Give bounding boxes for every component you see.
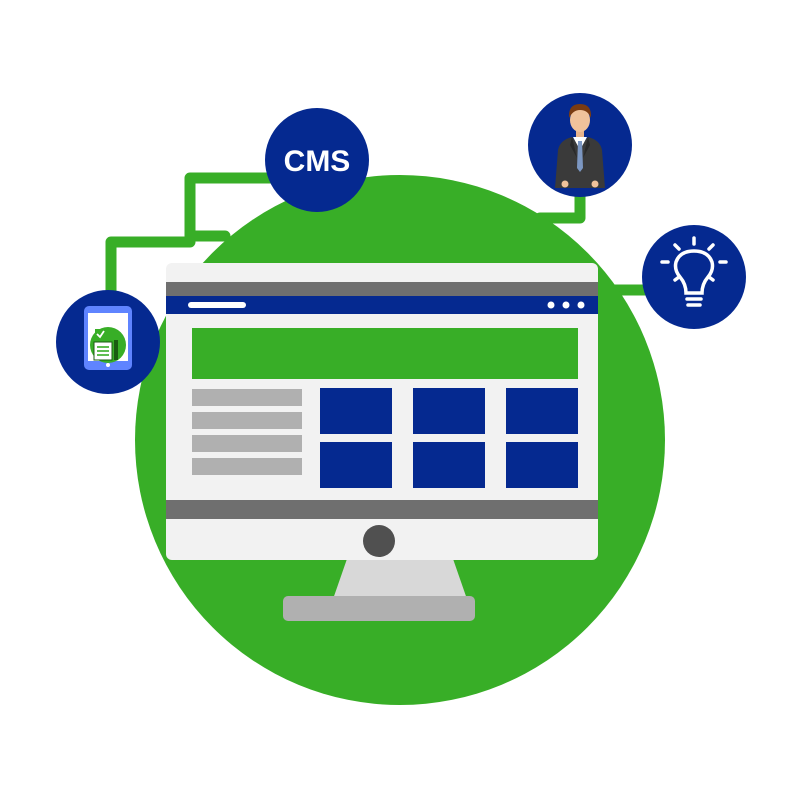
monitor	[166, 263, 598, 621]
idea-badge	[642, 225, 746, 329]
window-dot-3	[577, 301, 585, 309]
sidebar-line-3	[192, 435, 302, 452]
sidebar-line-1	[192, 389, 302, 406]
lightbulb-icon	[660, 236, 728, 307]
content-tile	[320, 442, 392, 488]
monitor-bottom-bar	[166, 500, 598, 519]
monitor-top-bar	[166, 282, 598, 296]
person-badge	[528, 93, 632, 197]
businessman-icon	[555, 104, 605, 188]
window-dot-2	[562, 301, 570, 309]
content-tile	[413, 442, 485, 488]
tablet-badge	[56, 290, 160, 394]
connector-cms	[184, 172, 281, 242]
monitor-power-button	[363, 525, 395, 557]
cms-badge: CMS	[265, 108, 369, 212]
monitor-base	[283, 596, 475, 621]
content-tile	[506, 442, 578, 488]
sidebar-line-2	[192, 412, 302, 429]
tablet-checklist-icon	[84, 306, 132, 370]
hero-banner	[192, 328, 578, 379]
browser-nav-bar	[166, 296, 598, 314]
monitor-stand	[332, 556, 468, 602]
connector-tablet	[105, 236, 196, 306]
content-tile	[506, 388, 578, 434]
content-tile	[320, 388, 392, 434]
cms-label: CMS	[284, 145, 351, 178]
window-dot-1	[547, 301, 555, 309]
sidebar-line-4	[192, 458, 302, 475]
address-bar	[188, 302, 246, 308]
content-tile	[413, 388, 485, 434]
